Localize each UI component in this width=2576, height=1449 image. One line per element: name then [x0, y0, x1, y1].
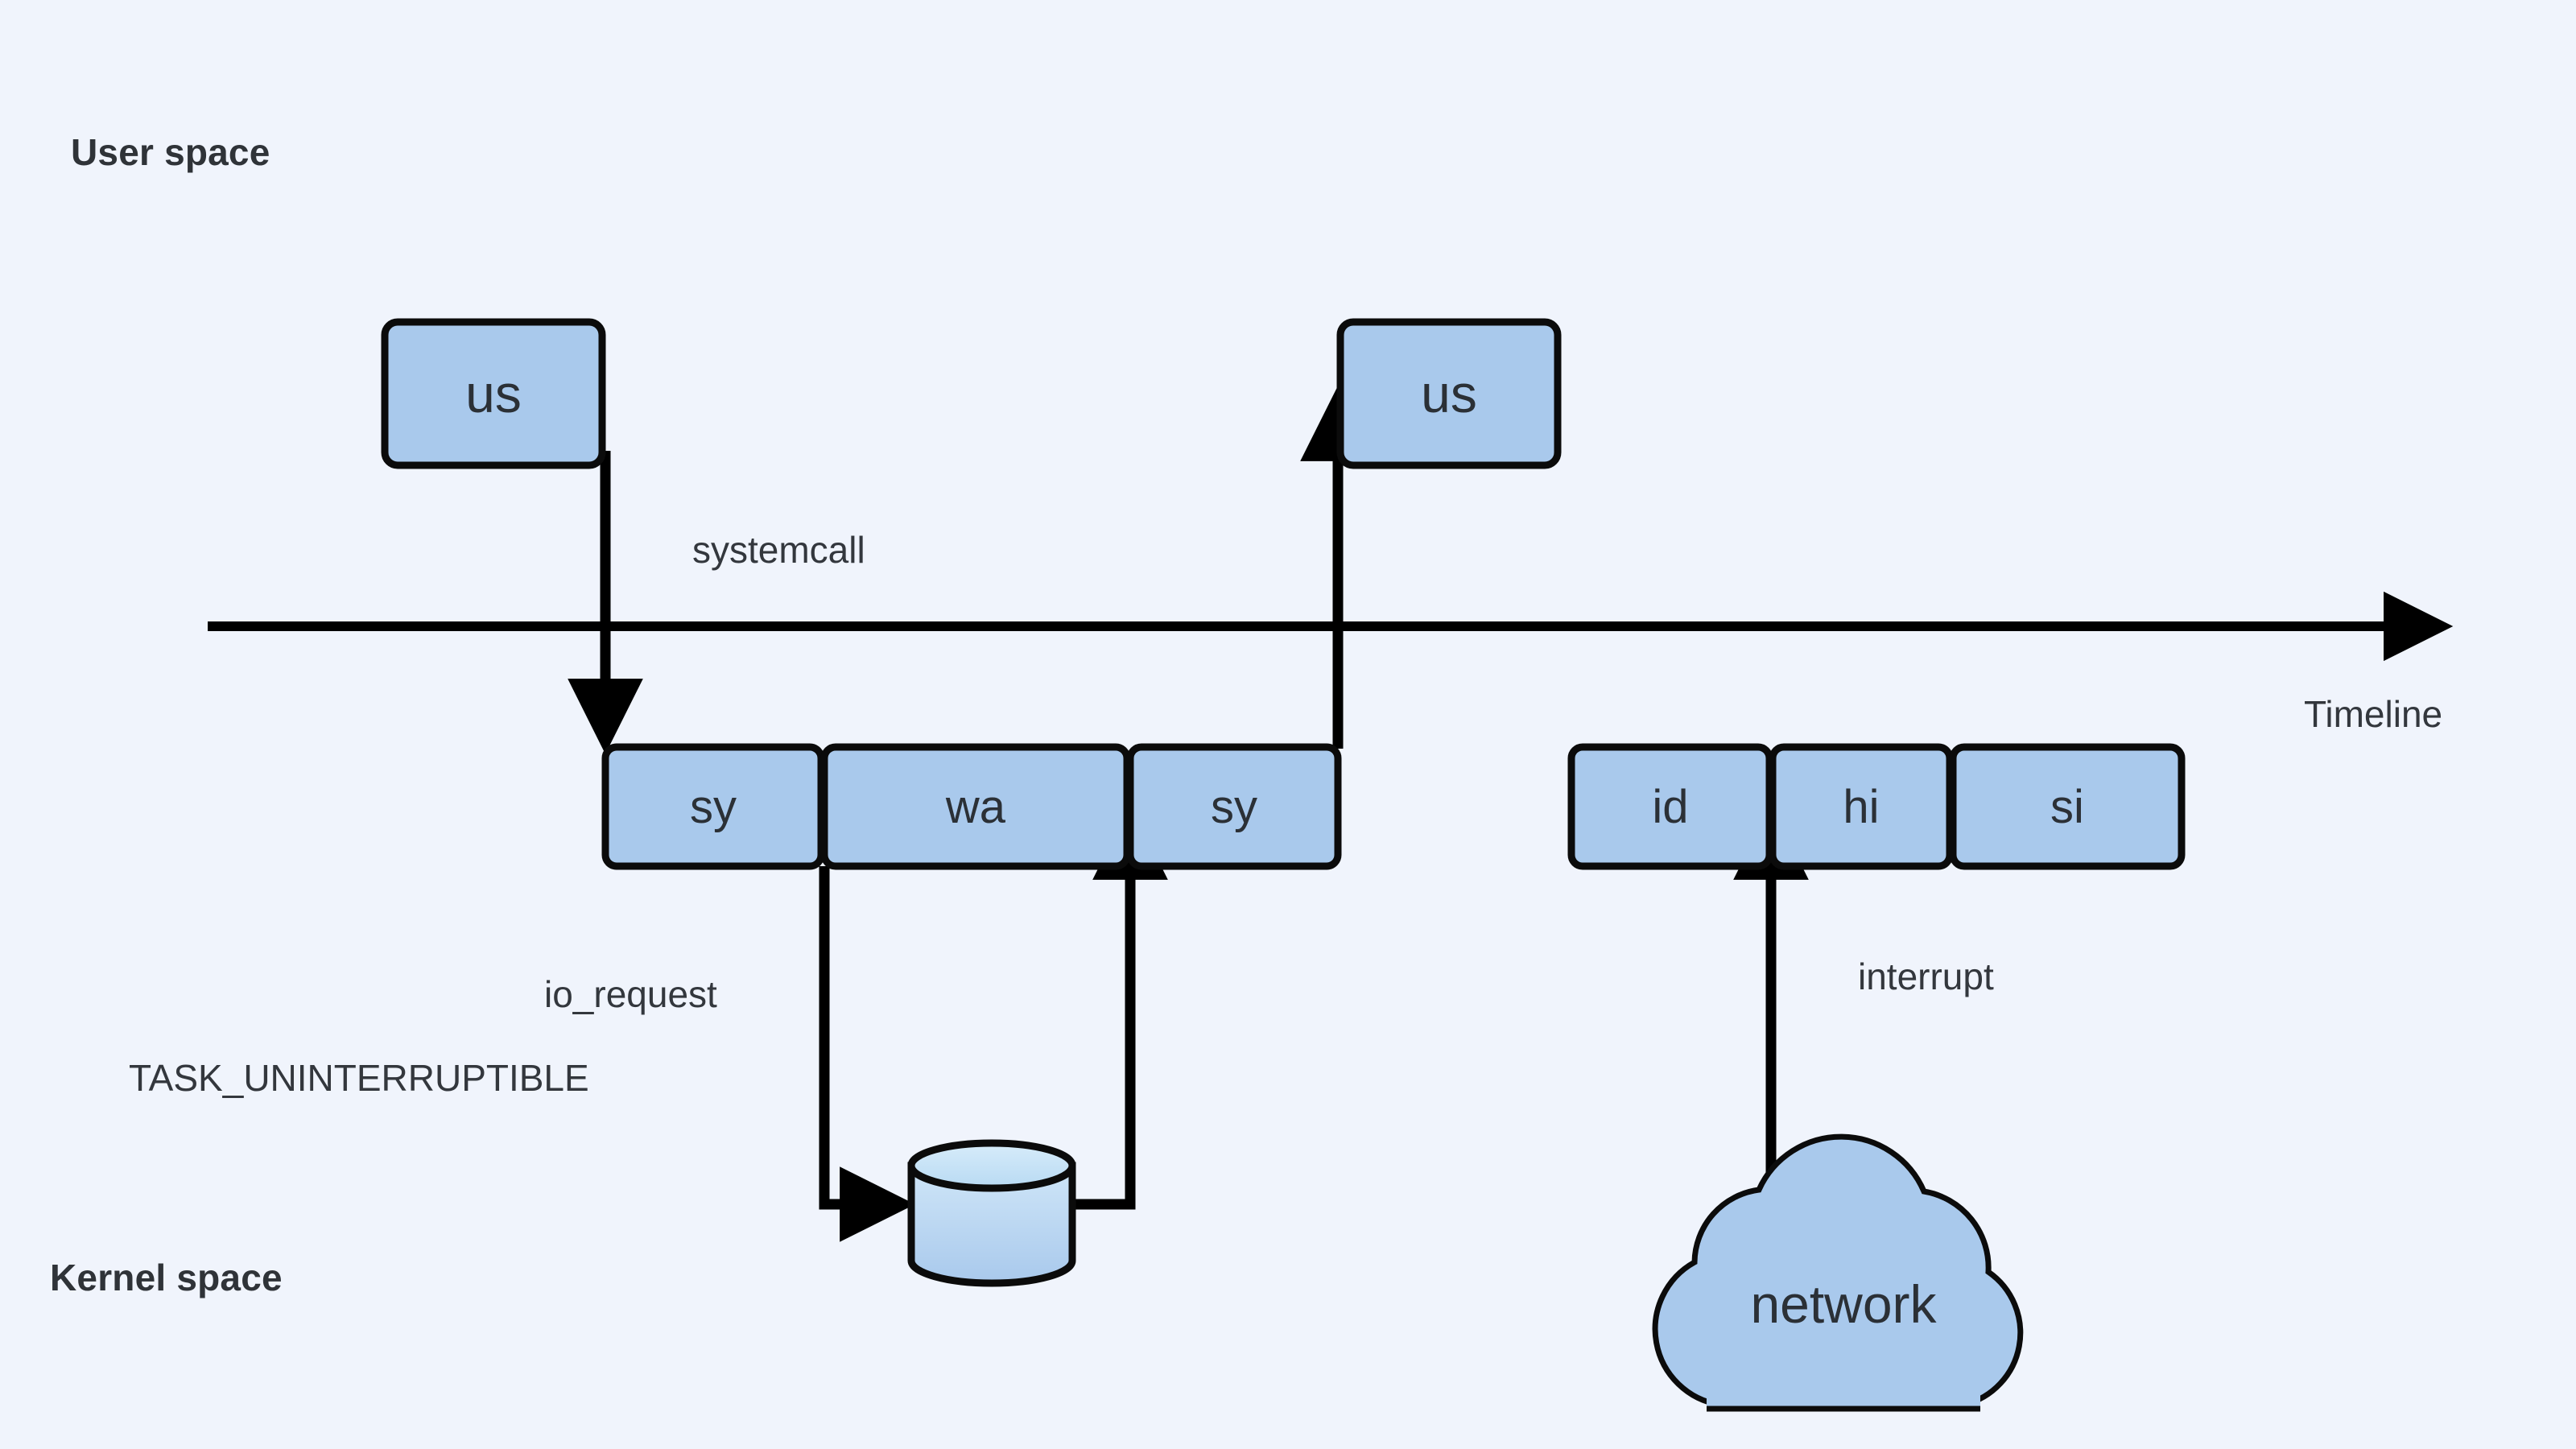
node-label-id: id — [1652, 780, 1689, 833]
node-label-network: network — [1750, 1274, 1937, 1334]
edge-label-io-request: io_request — [544, 973, 717, 1015]
network-cloud-icon[interactable] — [1652, 1133, 2024, 1412]
timeline-label: Timeline — [2304, 693, 2443, 735]
node-label-wa: wa — [945, 780, 1006, 833]
node-label-si: si — [2050, 780, 2084, 833]
edge-label-interrupt: interrupt — [1858, 956, 1994, 997]
node-us-entry[interactable] — [381, 318, 606, 469]
node-label-hi: hi — [1843, 780, 1880, 833]
edge-label-task-uninterruptible: TASK_UNINTERRUPTIBLE — [129, 1057, 589, 1099]
node-label-sy-1: sy — [690, 780, 737, 833]
flow-io-request-to-disk — [819, 866, 915, 1242]
region-label-user-space: User space — [71, 131, 270, 173]
region-label-kernel-space: Kernel space — [50, 1257, 283, 1298]
edge-label-systemcall: systemcall — [692, 529, 865, 571]
node-label-us-entry: us — [465, 364, 522, 423]
disk-cylinder-icon[interactable] — [907, 1139, 1076, 1287]
node-label-us-return: us — [1421, 364, 1477, 423]
flow-io-complete-from-disk — [1072, 804, 1168, 1210]
node-si[interactable] — [1949, 743, 2186, 870]
node-sy-2[interactable] — [1126, 743, 1342, 870]
node-us-return[interactable] — [1336, 318, 1562, 469]
node-label-sy-2: sy — [1211, 780, 1257, 833]
